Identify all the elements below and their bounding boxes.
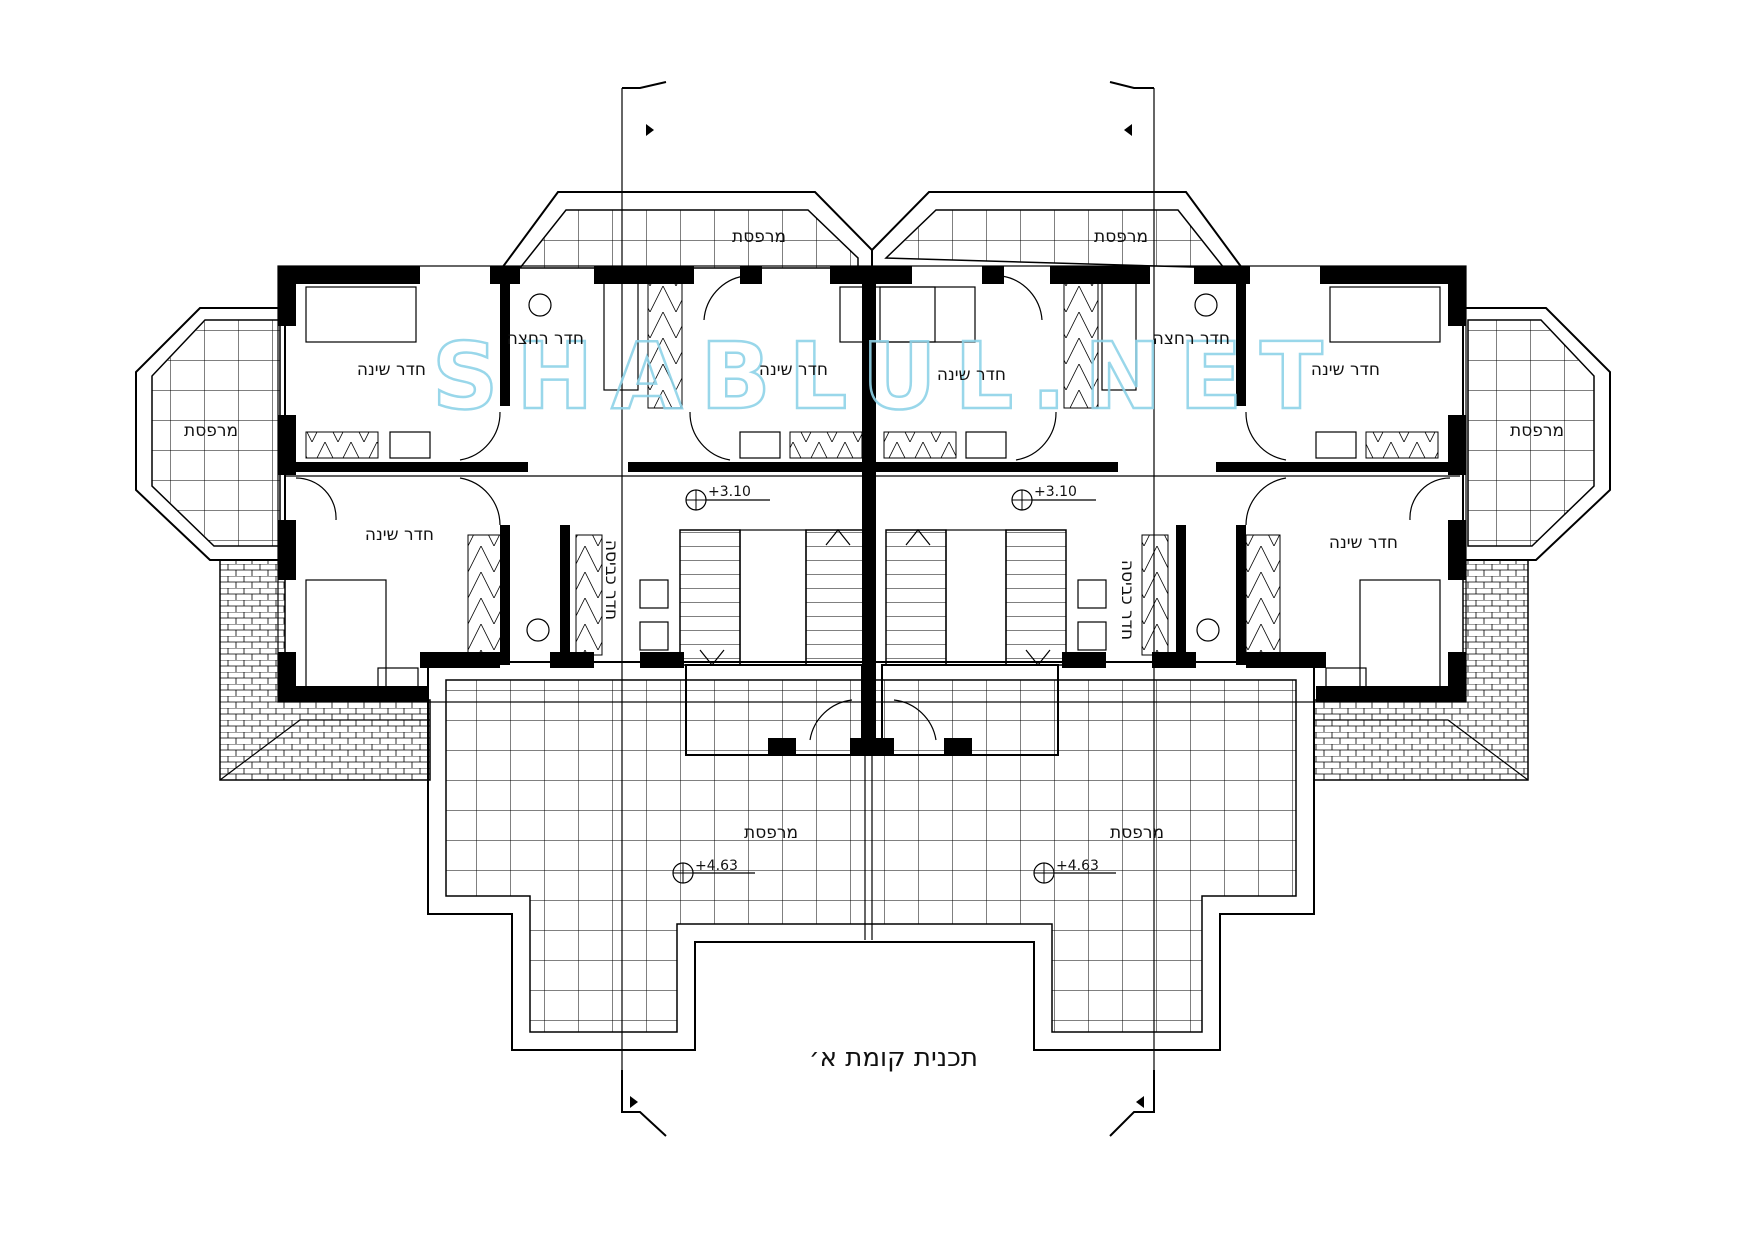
- label-balcony-top-left: מרפסת: [732, 227, 786, 247]
- label-balcony-bottom-right: מרפסת: [1110, 823, 1164, 843]
- left-roof: [219, 559, 431, 781]
- level-upper-left: +3.10: [708, 484, 751, 500]
- top-left-balcony: [501, 191, 873, 269]
- label-bedroom-1: חדר שינה: [357, 360, 426, 380]
- label-bedroom-2: חדר שינה: [759, 360, 828, 380]
- top-right-balcony: [871, 191, 1243, 269]
- label-bedroom-3: חדר שינה: [937, 365, 1006, 385]
- section-lines: [621, 81, 1155, 1137]
- doors: [295, 275, 1451, 741]
- label-bedroom-4: חדר שינה: [1311, 360, 1380, 380]
- watermark: SHABLUL.NET: [432, 323, 1341, 430]
- label-balcony-bottom-left: מרפסת: [744, 823, 798, 843]
- label-bedroom-5: חדר שינה: [365, 525, 434, 545]
- level-upper-right: +3.10: [1034, 484, 1077, 500]
- label-balcony-left: מרפסת: [184, 421, 238, 441]
- right-roof: [1313, 559, 1529, 781]
- plan-title: תכנית קומת א׳: [809, 1043, 978, 1073]
- label-balcony-top-right: מרפסת: [1094, 227, 1148, 247]
- level-lower-right: +4.63: [1056, 858, 1099, 874]
- closets: [305, 277, 1439, 656]
- label-laundry-left: חדר כביסה: [601, 540, 621, 620]
- structural-walls: [278, 266, 1466, 756]
- label-balcony-right: מרפסת: [1510, 421, 1564, 441]
- label-laundry-right: חדר כביסה: [1117, 560, 1137, 640]
- level-markers: +3.10 +3.10 +4.63 +4.63: [672, 484, 1116, 884]
- front-terrace: [427, 661, 1315, 1051]
- level-lower-left: +4.63: [695, 858, 738, 874]
- room-labels: מרפסת מרפסת מרפסת מרפסת מרפסת מרפסת חדר …: [184, 227, 1564, 843]
- label-bedroom-6: חדר שינה: [1329, 533, 1398, 553]
- stairs: [679, 529, 1067, 756]
- label-bathroom-left: חדר רחצה: [507, 329, 584, 349]
- label-bathroom-right: חדר רחצה: [1153, 329, 1230, 349]
